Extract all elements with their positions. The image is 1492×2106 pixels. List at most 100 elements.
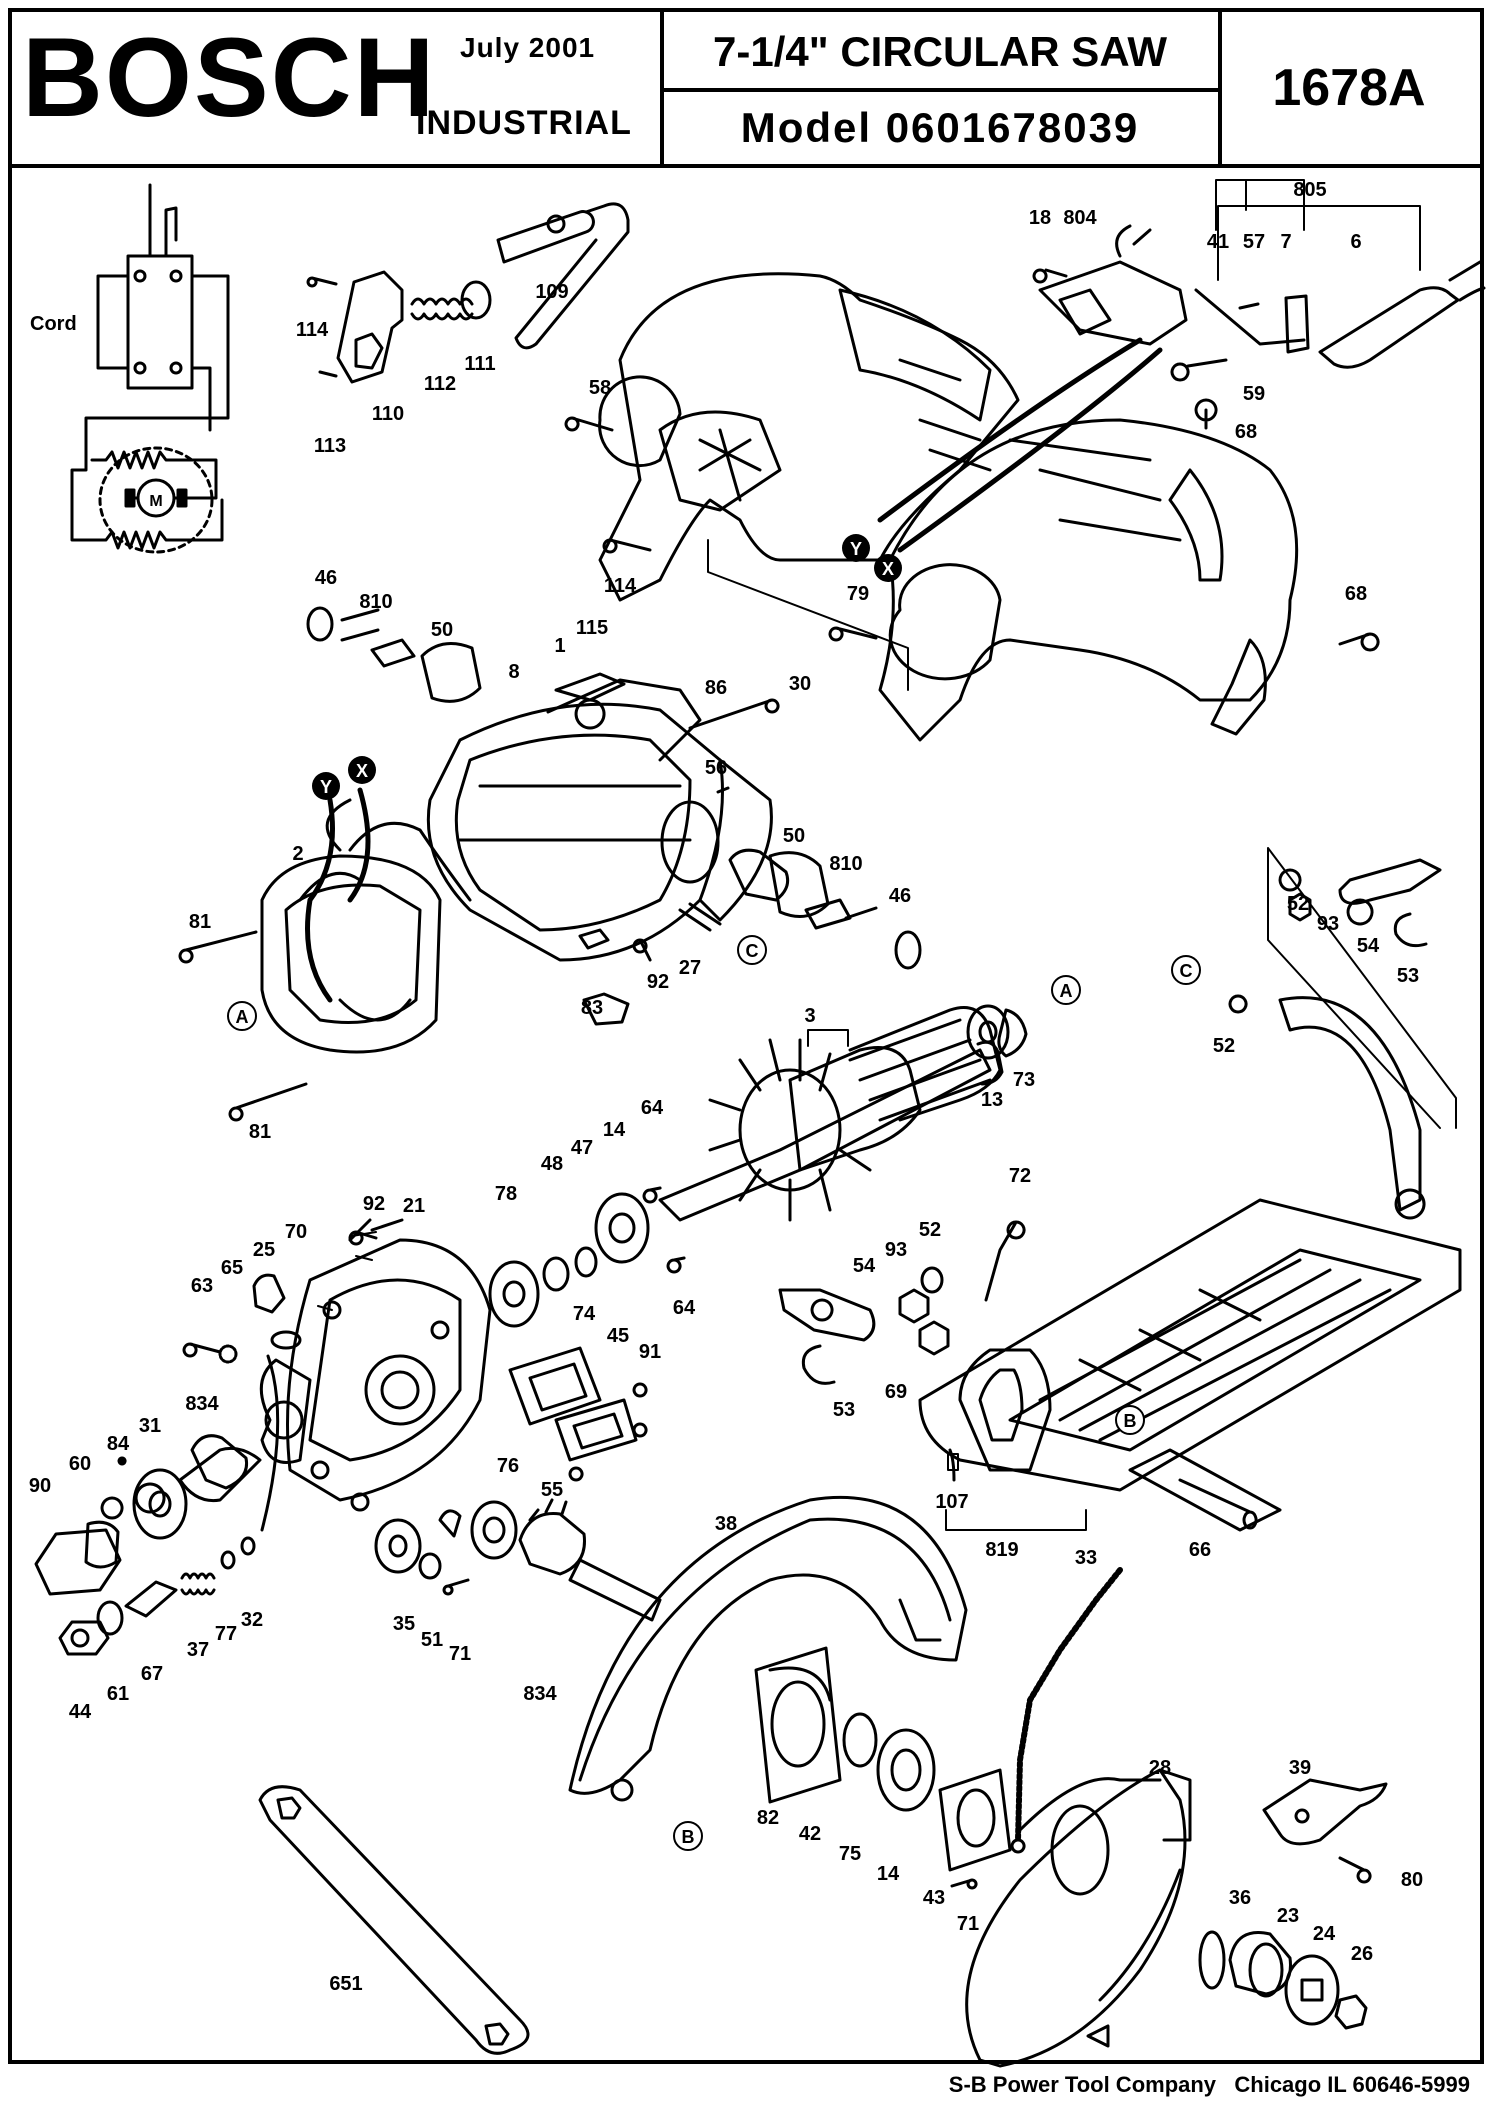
- callout-113: 113: [314, 435, 346, 457]
- callout-75: 75: [839, 1843, 861, 1865]
- callout-73: 73: [1013, 1069, 1035, 1091]
- callout-35: 35: [393, 1613, 415, 1635]
- callout-114: 114: [296, 319, 329, 341]
- marker-c-circle: [1171, 955, 1201, 985]
- callout-819: 819: [985, 1539, 1018, 1561]
- callout-810: 810: [829, 853, 862, 875]
- spindle-gear-assembly: [374, 1498, 662, 1622]
- callout-46: 46: [889, 885, 911, 907]
- blade-clamp-parts: [1198, 1930, 1368, 2030]
- blade-lock-assembly: [306, 202, 630, 384]
- callout-46: 46: [315, 567, 337, 589]
- callout-81: 81: [189, 911, 211, 933]
- callout-38: 38: [715, 1513, 737, 1535]
- callout-63: 63: [191, 1275, 213, 1297]
- callout-42: 42: [799, 1823, 821, 1845]
- leader-lines: [317, 179, 1457, 1531]
- callout-834: 834: [523, 1683, 557, 1705]
- callout-86: 86: [705, 677, 727, 699]
- callout-59: 59: [1243, 383, 1265, 405]
- callout-23: 23: [1277, 1905, 1299, 1927]
- callout-30: 30: [789, 673, 811, 695]
- wiring-schematic: [70, 183, 230, 554]
- callout-93: 93: [885, 1239, 907, 1261]
- callout-834: 834: [185, 1393, 219, 1415]
- motor-label: M: [149, 493, 162, 510]
- callout-77: 77: [215, 1623, 237, 1645]
- callout-71: 71: [957, 1913, 979, 1935]
- marker-y-circle: [312, 772, 340, 800]
- callout-52: 52: [1287, 893, 1309, 915]
- callout-91: 91: [639, 1341, 661, 1363]
- upper-guard-38: [568, 1495, 968, 1802]
- callout-81: 81: [249, 1121, 271, 1143]
- connector-markers: Y X Y X A A C C B B: [227, 534, 1201, 1851]
- return-spring-33: [1010, 1567, 1123, 1854]
- title-divider: [660, 88, 1222, 92]
- marker-x-circle: [348, 756, 376, 784]
- callout-36: 36: [1229, 1887, 1251, 1909]
- callout-110: 110: [372, 403, 404, 425]
- handle-housing-30: [598, 272, 1299, 742]
- marker-c: C: [1180, 961, 1193, 981]
- brand-logo: BOSCH: [22, 15, 437, 140]
- field-coil-2: [178, 798, 722, 1122]
- callout-68: 68: [1235, 421, 1257, 443]
- marker-a: A: [1060, 981, 1073, 1001]
- callout-57: 57: [1243, 231, 1265, 253]
- callout-24: 24: [1313, 1923, 1336, 1945]
- marker-x: X: [882, 559, 894, 579]
- marker-x: X: [356, 761, 368, 781]
- callout-54: 54: [1357, 935, 1380, 957]
- issue-date: July 2001: [460, 32, 596, 63]
- marker-c-circle: [737, 935, 767, 965]
- motor-housing-8: [426, 672, 773, 962]
- division-label: INDUSTRIAL: [416, 104, 632, 142]
- callout-7: 7: [1280, 231, 1291, 253]
- callout-52: 52: [1213, 1035, 1235, 1057]
- callout-56: 56: [705, 757, 727, 779]
- callout-25: 25: [253, 1239, 275, 1261]
- drawing-frame: [8, 164, 1484, 2064]
- callout-14: 14: [603, 1119, 626, 1141]
- marker-a-circle: [1051, 975, 1081, 1005]
- callout-61: 61: [107, 1683, 129, 1705]
- callout-82: 82: [757, 1807, 779, 1829]
- callout-58: 58: [589, 377, 611, 399]
- lead-wires: [877, 337, 1163, 553]
- marker-a: A: [236, 1007, 249, 1027]
- callout-43: 43: [923, 1887, 945, 1909]
- callout-33: 33: [1075, 1547, 1097, 1569]
- gear-housing-hardware: [34, 1230, 378, 1656]
- callout-50: 50: [431, 619, 453, 641]
- callout-37: 37: [187, 1639, 209, 1661]
- callout-68: 68: [1345, 583, 1367, 605]
- callout-64: 64: [641, 1097, 664, 1119]
- marker-x-circle: [874, 554, 902, 582]
- callout-72: 72: [1009, 1165, 1031, 1187]
- callout-44: 44: [69, 1701, 92, 1723]
- model-number: Model 0601678039: [740, 104, 1140, 151]
- callout-53: 53: [833, 1399, 855, 1421]
- callout-107: 107: [935, 1491, 968, 1513]
- callout-92: 92: [647, 971, 669, 993]
- callout-18: 18: [1029, 207, 1051, 229]
- callout-52: 52: [919, 1219, 941, 1241]
- marker-b: B: [682, 1827, 695, 1847]
- callout-92: 92: [363, 1193, 385, 1215]
- callout-109: 109: [535, 281, 568, 303]
- callout-13: 13: [981, 1089, 1003, 1111]
- armature-bearings: [488, 1004, 1028, 1328]
- callout-60: 60: [69, 1453, 91, 1475]
- callout-8: 8: [508, 661, 519, 683]
- callout-6: 6: [1350, 231, 1361, 253]
- marker-b: B: [1124, 1411, 1137, 1431]
- callout-80: 80: [1401, 1869, 1423, 1891]
- callout-48: 48: [541, 1153, 563, 1175]
- callout-805: 805: [1293, 179, 1326, 201]
- base-hardware: [778, 858, 1442, 1385]
- lower-guard-28: [965, 1768, 1192, 2068]
- callout-27: 27: [679, 957, 701, 979]
- callout-76: 76: [497, 1455, 519, 1477]
